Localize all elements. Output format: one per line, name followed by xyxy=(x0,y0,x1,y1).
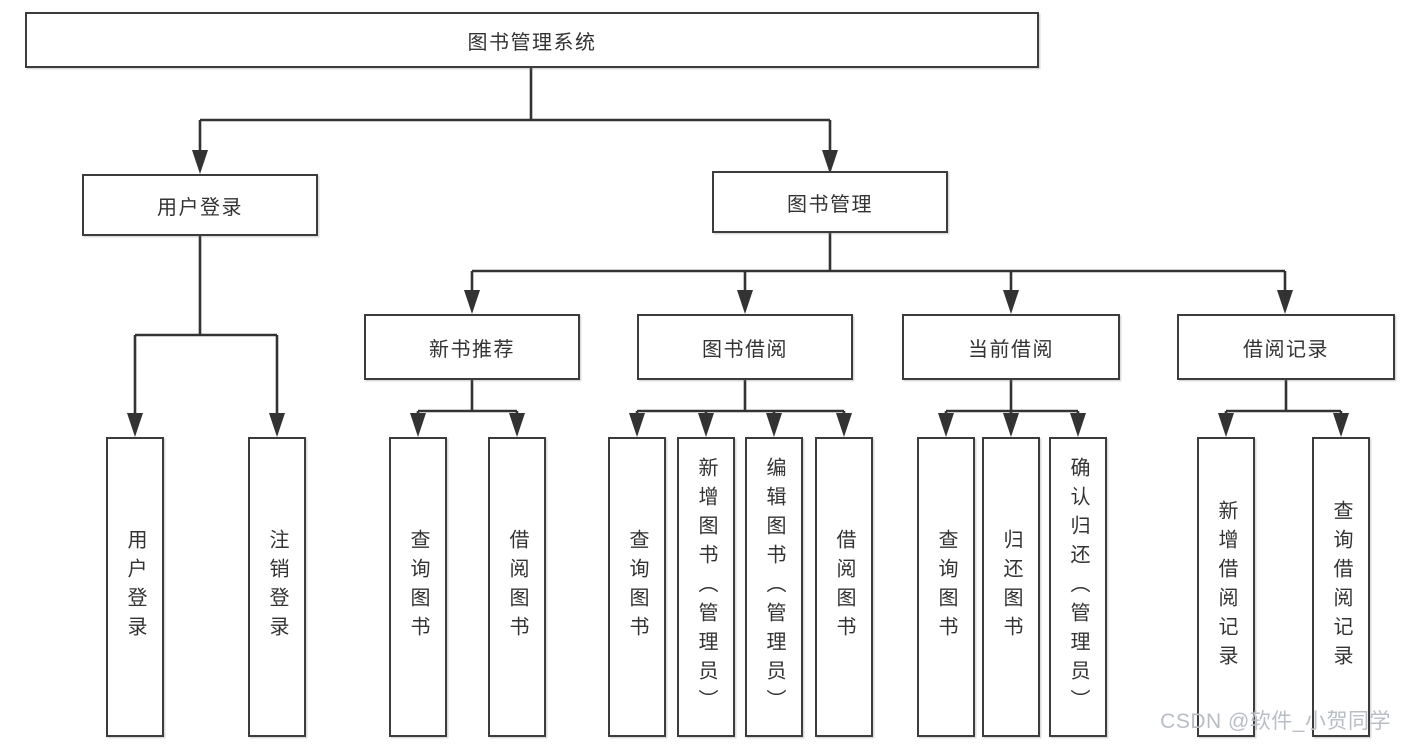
node-user-login: 用户登录 xyxy=(82,174,318,236)
node-library-management-system: 图书管理系统 xyxy=(25,12,1039,68)
leaf-confirm-return-admin: 确认归还（管理员） xyxy=(1049,437,1107,737)
csdn-watermark: CSDN @软件_小贺同学 xyxy=(1160,710,1391,733)
leaf-add-borrow-record: 新增借阅记录 xyxy=(1197,437,1255,737)
node-borrow-records: 借阅记录 xyxy=(1177,314,1395,380)
node-new-book-recommend: 新书推荐 xyxy=(364,314,580,380)
leaf-query-books-borrow: 查询图书 xyxy=(608,437,666,737)
leaf-edit-books-admin: 编辑图书（管理员） xyxy=(745,437,803,737)
leaf-query-books-current: 查询图书 xyxy=(917,437,975,737)
leaf-add-books-admin: 新增图书（管理员） xyxy=(677,437,735,737)
leaf-return-books: 归还图书 xyxy=(982,437,1040,737)
node-current-borrow: 当前借阅 xyxy=(902,314,1120,380)
node-book-borrow: 图书借阅 xyxy=(637,314,853,380)
leaf-query-books-recommend: 查询图书 xyxy=(389,437,447,737)
leaf-query-borrow-record: 查询借阅记录 xyxy=(1312,437,1370,737)
node-book-management: 图书管理 xyxy=(712,171,948,233)
leaf-user-login: 用户登录 xyxy=(106,437,164,737)
leaf-borrow-books: 借阅图书 xyxy=(815,437,873,737)
leaf-borrow-books-recommend: 借阅图书 xyxy=(488,437,546,737)
leaf-logout: 注销登录 xyxy=(248,437,306,737)
